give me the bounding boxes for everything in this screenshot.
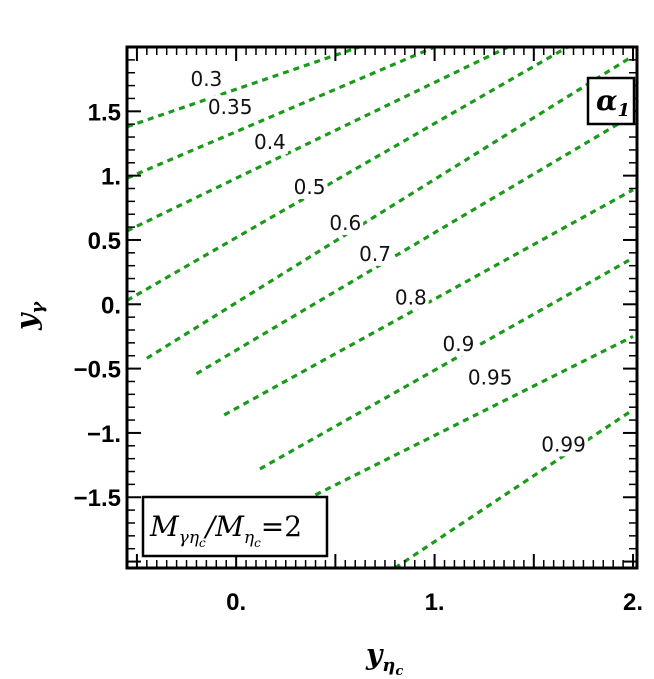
contour-label-0.6: 0.6 <box>329 211 361 235</box>
contour-label-0.99: 0.99 <box>541 432 586 456</box>
annotation-subsub1: c <box>199 536 206 550</box>
frame-ticks <box>126 46 637 568</box>
svg-text:Mγηc/Mηc=2: Mγηc/Mηc=2 <box>149 510 302 550</box>
annotation-box: Mγηc/Mηc=2 <box>141 495 329 558</box>
x-axis-title-base: y <box>365 638 384 671</box>
contour-label-bg-0.4 <box>251 129 288 154</box>
contour-line-0.5 <box>126 45 569 302</box>
contour-line-0.99 <box>394 408 634 570</box>
contour-label-0.7: 0.7 <box>359 242 391 266</box>
x-tick-label: 2. <box>623 589 643 616</box>
y-tick-label: −1. <box>87 421 121 448</box>
y-tick-label: −1.5 <box>74 485 121 512</box>
annotation-main1: M <box>149 510 180 543</box>
y-tick-label: 0. <box>101 292 121 319</box>
contour-label-0.3: 0.3 <box>190 67 222 91</box>
contour-label-0.5: 0.5 <box>294 175 326 199</box>
contour-label-0.35: 0.35 <box>208 95 253 119</box>
annotation-sub2: η <box>244 528 255 548</box>
x-axis-title-sub: η <box>382 655 395 676</box>
contour-label-bg-0.99 <box>539 432 588 457</box>
contour-line-0.6 <box>145 54 634 360</box>
x-tick-label: 0. <box>226 589 246 616</box>
contour-line-0.95 <box>304 335 634 502</box>
contour-label-bg-0.8 <box>392 285 429 310</box>
panel-label-box: α1 <box>586 76 636 126</box>
contour-line-0.7 <box>195 113 634 376</box>
contour-label-bg-0.5 <box>291 175 328 200</box>
contour-line-0.35 <box>126 45 436 180</box>
x-tick-label: 1. <box>425 589 445 616</box>
y-axis-title-sub: γ <box>27 301 48 314</box>
contour-line-0.4 <box>126 45 509 233</box>
contour-lines <box>126 45 634 570</box>
y-tick-label: 0.5 <box>88 228 121 255</box>
contour-label-bg-0.9 <box>440 331 477 356</box>
annotation-sub1: γη <box>179 528 200 548</box>
annotation-slash: / <box>203 510 218 543</box>
contour-line-0.9 <box>259 256 634 471</box>
panel-label-sub: 1 <box>618 100 631 121</box>
plot-frame <box>125 45 639 570</box>
y-tick-labels: 1.5 1. 0.5 0. −0.5 −1. −1.5 <box>74 99 121 512</box>
contour-label-bg-0.95 <box>465 365 515 390</box>
contour-label-bg-0.3 <box>188 66 225 91</box>
y-axis-title-base: y <box>10 312 43 331</box>
svg-text:α1: α1 <box>596 84 630 121</box>
contour-labels: 0.3 0.350.4 0.50.6 0.70.8 0.9 0.95 0.99 <box>188 66 588 457</box>
contour-label-0.95: 0.95 <box>468 365 513 389</box>
contour-label-bg-0.35 <box>205 95 255 120</box>
x-axis-title: yηc <box>365 638 403 679</box>
annotation-main2: M <box>214 510 245 543</box>
contour-label-0.9: 0.9 <box>442 332 474 356</box>
annotation-rest: =2 <box>261 510 302 543</box>
x-tick-labels: 0. 1. 2. <box>226 589 643 616</box>
y-tick-label: −0.5 <box>74 357 121 384</box>
annotation-subsub2: c <box>254 536 261 550</box>
contour-line-0.3 <box>126 45 360 129</box>
x-axis-title-subsub: c <box>395 664 403 679</box>
contour-label-bg-0.7 <box>357 241 393 266</box>
y-tick-label: 1. <box>101 164 121 191</box>
y-tick-label: 1.5 <box>88 99 121 126</box>
panel-label-base: α <box>596 84 618 117</box>
y-axis-title: yγ <box>10 301 48 331</box>
contour-label-bg-0.6 <box>327 211 364 236</box>
contour-label-0.8: 0.8 <box>395 286 427 310</box>
contour-label-0.4: 0.4 <box>254 130 286 154</box>
